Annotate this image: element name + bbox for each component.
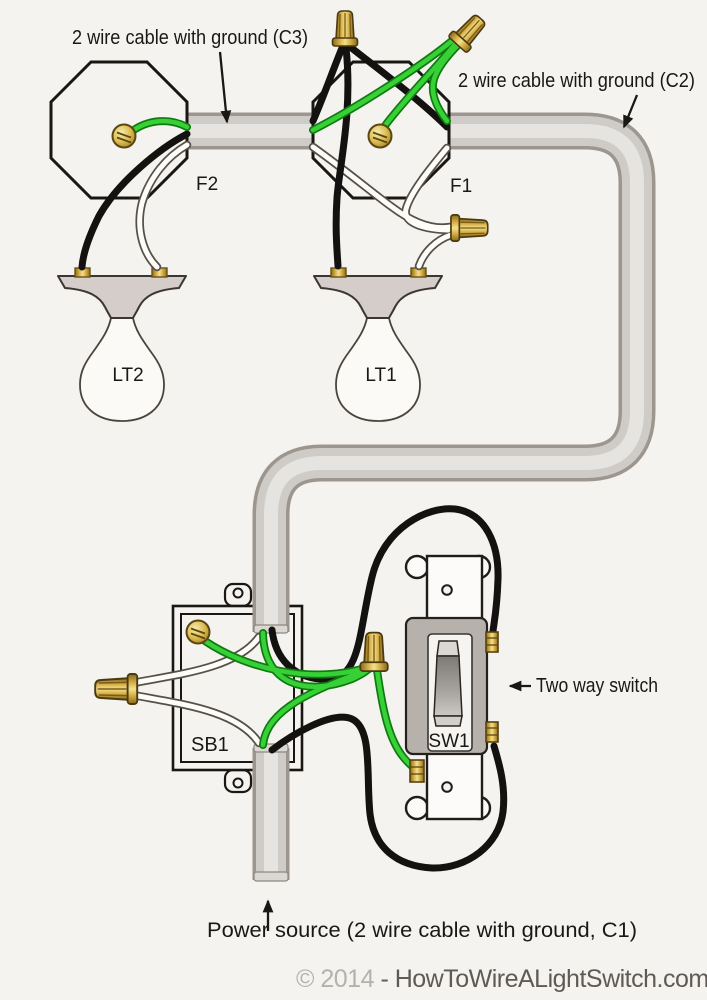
ground-screw-sb1	[185, 619, 211, 645]
label-cable-c3: 2 wire cable with ground (C3)	[72, 27, 308, 49]
sw1-screw-hole-top	[441, 584, 453, 596]
sw1-terminal-bottom-right	[485, 721, 499, 743]
c3-arrow	[218, 51, 232, 124]
annotation-arrows	[218, 51, 639, 931]
lt1-bulb	[335, 317, 421, 422]
label-sw1: SW1	[428, 731, 469, 752]
hot-wires	[78, 42, 508, 872]
label-two-way-switch: Two way switch	[536, 675, 658, 697]
switch-sw1	[404, 554, 492, 821]
sw1-ground-terminal	[409, 759, 425, 783]
sb1-top-tab-hole	[232, 587, 244, 599]
sw1-terminal-top-right	[485, 631, 499, 653]
lt2-canopy	[57, 275, 187, 319]
sb1-inner-wall	[180, 613, 295, 763]
sb1-bottom-tab-hole	[232, 777, 244, 789]
sw1-toggle-cap	[433, 715, 463, 727]
ground-screw-f2	[111, 123, 137, 149]
copyright-site: - HowToWireALightSwitch.com	[380, 965, 707, 993]
label-f2: F2	[196, 174, 218, 195]
label-lt2: LT2	[112, 365, 143, 386]
label-f1: F1	[450, 176, 472, 197]
sw1-screw-hole-bottom	[441, 781, 453, 793]
sw1-toggle[interactable]	[433, 655, 463, 717]
copyright: © 2014 - HowToWireALightSwitch.com	[296, 965, 707, 993]
sw1-toggle-tip	[436, 640, 460, 657]
ground-screw-f1	[367, 123, 393, 149]
label-sb1: SB1	[191, 734, 229, 756]
sw1-terminals	[409, 631, 499, 783]
c2-arrow	[622, 94, 639, 129]
copyright-year: © 2014	[296, 965, 380, 993]
label-cable-c2: 2 wire cable with ground (C2)	[458, 70, 695, 92]
cable-c2	[252, 112, 656, 632]
label-power-source: Power source (2 wire cable with ground, …	[207, 919, 637, 942]
light-lt1	[313, 267, 443, 422]
lt1-canopy	[313, 275, 443, 319]
light-lt2	[57, 267, 187, 422]
lt2-bulb	[79, 317, 165, 422]
label-lt1: LT1	[365, 365, 396, 386]
